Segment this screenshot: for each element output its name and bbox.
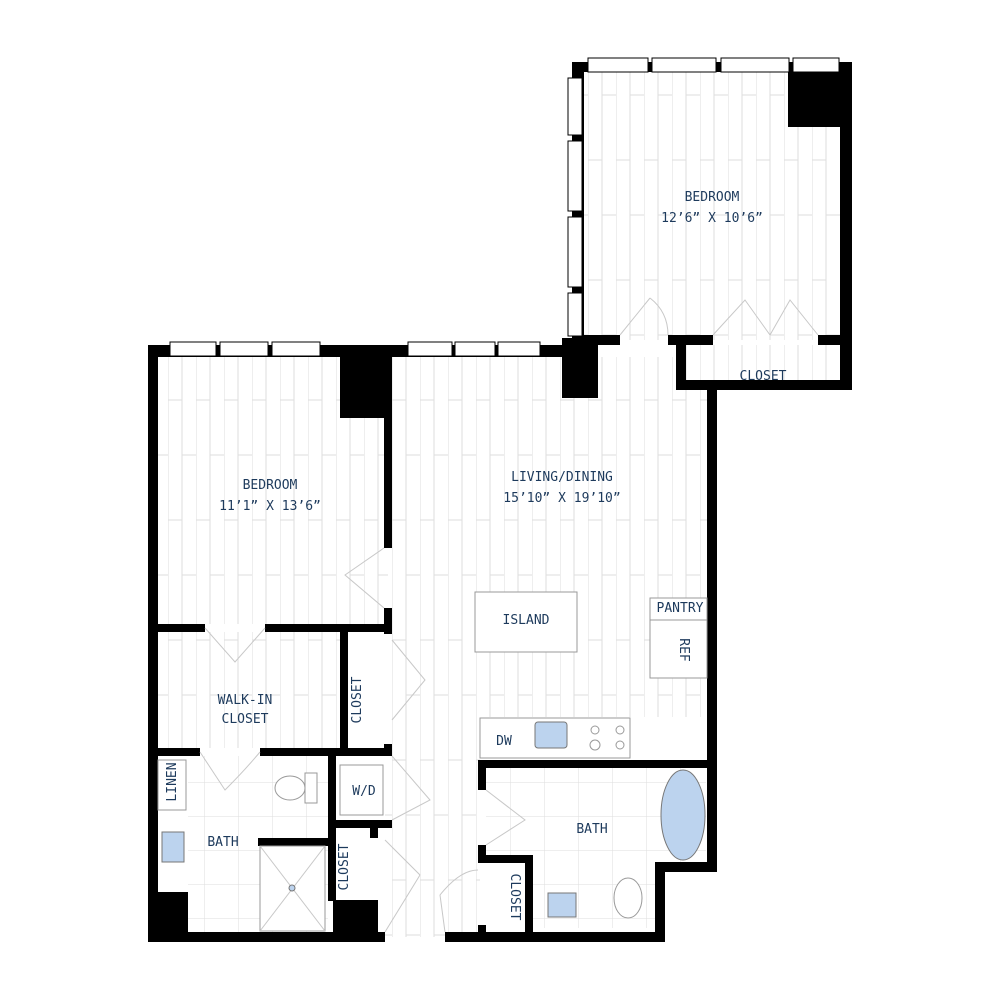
left-bath-label: BATH bbox=[207, 835, 238, 850]
toilet-left-icon bbox=[274, 775, 306, 801]
island-counter bbox=[474, 591, 578, 653]
fixtures bbox=[157, 591, 708, 932]
linen-closet bbox=[157, 759, 187, 811]
upper-bedroom-name: BEDROOM bbox=[685, 190, 740, 205]
wd-label: W/D bbox=[352, 784, 376, 799]
doors bbox=[199, 297, 819, 933]
kitchen-sink-icon bbox=[534, 721, 568, 749]
bath-closet-label: CLOSET bbox=[507, 874, 522, 921]
left-bedroom-name: BEDROOM bbox=[243, 478, 298, 493]
windows bbox=[169, 57, 840, 357]
pantry-label: PANTRY bbox=[657, 601, 704, 616]
living-size: 15’10” X 19’10” bbox=[503, 491, 620, 506]
hall-closet-1-label: CLOSET bbox=[350, 676, 365, 723]
ref-label: REF bbox=[676, 638, 691, 662]
living-name: LIVING/DINING bbox=[511, 470, 613, 485]
cooktop-icon bbox=[589, 725, 625, 751]
hall-closet-2-label: CLOSET bbox=[337, 843, 352, 890]
upper-closet-label: CLOSET bbox=[740, 369, 787, 384]
left-bedroom-size: 11’1” X 13’6” bbox=[219, 499, 321, 514]
bath-sink-left-icon bbox=[161, 831, 185, 863]
dw-label: DW bbox=[496, 734, 512, 749]
island-label: ISLAND bbox=[503, 613, 550, 628]
walk-in-label-1: WALK-IN bbox=[218, 693, 273, 708]
pantry bbox=[649, 597, 708, 621]
bathtub-icon bbox=[660, 769, 706, 861]
bath-sink-right-icon bbox=[547, 892, 577, 918]
right-bath-label: BATH bbox=[576, 822, 607, 837]
toilet-right-icon bbox=[613, 877, 643, 919]
linen-label: LINEN bbox=[165, 762, 180, 801]
walk-in-label-2: CLOSET bbox=[222, 712, 269, 727]
room-labels: BEDROOM 12’6” X 10’6” CLOSET BEDROOM 11’… bbox=[165, 190, 787, 921]
upper-bedroom-size: 12’6” X 10’6” bbox=[661, 211, 763, 226]
shower-icon bbox=[259, 845, 326, 932]
washer-dryer bbox=[339, 764, 384, 816]
